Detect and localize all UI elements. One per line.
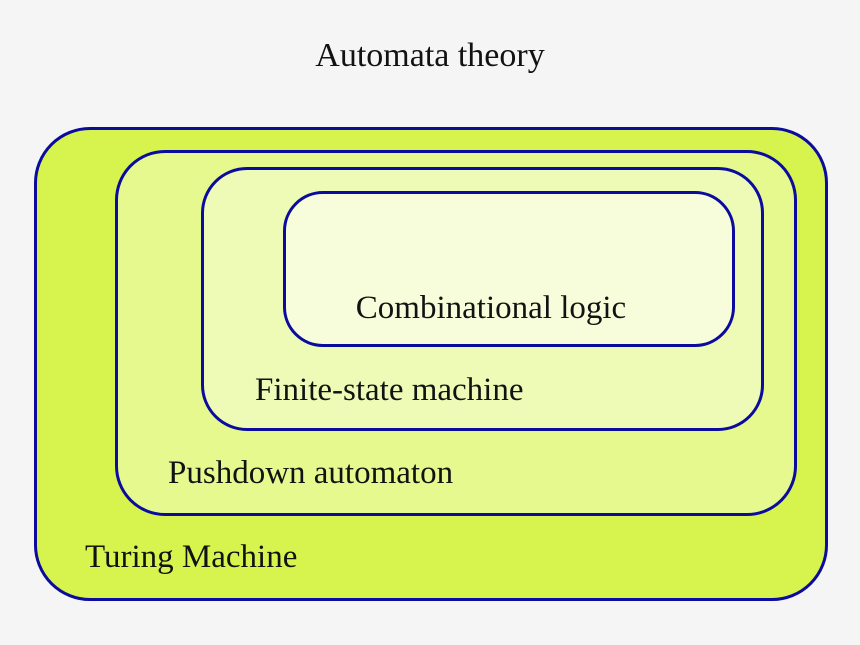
label-turing-machine: Turing Machine — [85, 539, 298, 575]
label-pushdown-automaton: Pushdown automaton — [168, 455, 454, 491]
label-combinational-logic: Combinational logic — [355, 290, 627, 326]
label-finite-state-machine: Finite-state machine — [255, 372, 524, 408]
set-combinational-logic — [283, 191, 735, 347]
diagram-title: Automata theory — [315, 37, 545, 74]
